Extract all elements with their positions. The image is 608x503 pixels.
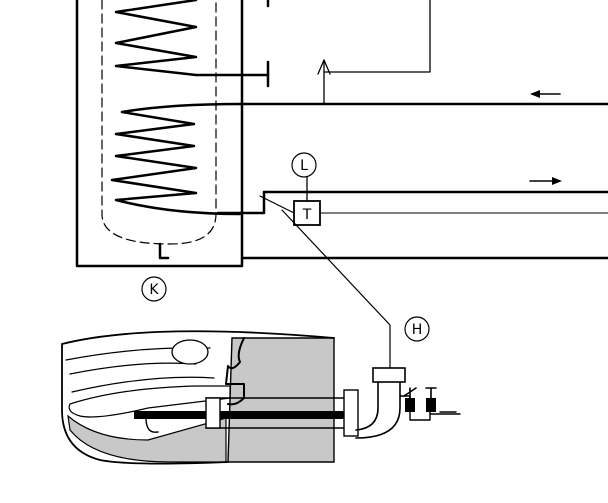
arrow-left-icon — [530, 90, 561, 98]
callout-h-label: H — [412, 322, 423, 338]
tank-junction-pipe — [216, 190, 266, 215]
tank-junction-thin — [259, 195, 295, 214]
burner-tube — [134, 389, 359, 437]
arrow-up-icon — [317, 59, 331, 105]
callout-k-label: K — [149, 282, 159, 298]
thermostat-symbol: T — [302, 207, 312, 223]
callout-l-label: L — [300, 158, 308, 174]
storage-tank — [75, 0, 244, 268]
capillary-line — [281, 209, 391, 369]
lower-coil — [110, 102, 242, 216]
heater-element — [355, 367, 461, 439]
upper-return-pipe — [323, 0, 431, 73]
boiler-cutaway — [61, 330, 335, 465]
upper-coil — [114, 0, 270, 77]
callout-h: H — [404, 316, 430, 342]
callout-l: L — [291, 152, 317, 178]
arrow-right-icon — [529, 177, 562, 185]
callout-k: K — [141, 276, 167, 302]
thermostat: T — [293, 176, 321, 226]
valve-icon — [403, 387, 457, 413]
